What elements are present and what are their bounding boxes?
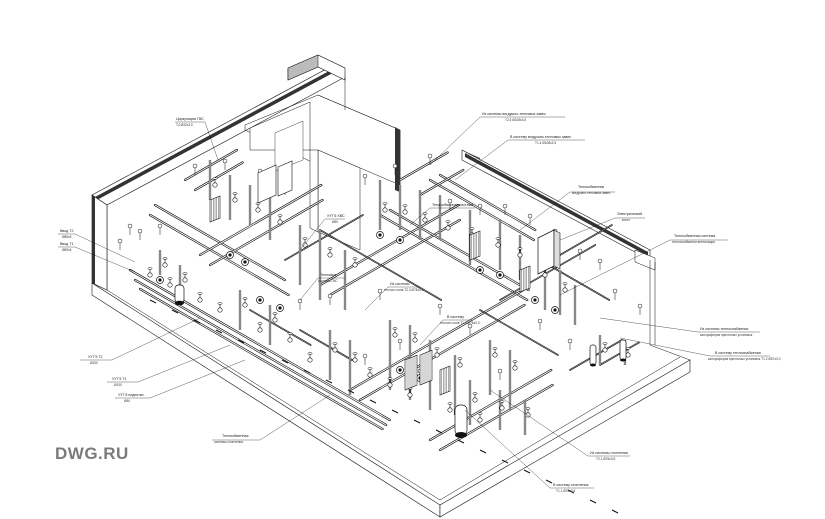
callout-heat-exchange-system: Теплообменная система (409, 203, 475, 226)
piping-network (117, 148, 643, 514)
callout-air-curtain-supply: В систему вогдушно-тепловых завес T1.4 Ø… (454, 135, 585, 181)
callout-c19-line1: Теплообменная (222, 434, 248, 438)
callout-c6-line1: Теплообменная система (674, 234, 715, 238)
callout-c14-line2: калориферов приточных установок (700, 333, 753, 337)
callout-c5-line1: Электрический (617, 212, 642, 216)
callout-c20-line1: Из системы отопления (590, 451, 628, 455)
callout-c18-line1: УУТЭ подпитки (118, 393, 143, 397)
callout-c16-line2: Ø100 (90, 361, 98, 365)
callout-c18-line2: Ø50 (124, 399, 130, 403)
callout-c6-line2: теплоснабжения вентиляции (672, 240, 715, 244)
callout-floor-heating-supply: В систему теплого пола T1.3 Ø76x3,0 (419, 315, 480, 346)
callout-c9-line2: Ø50 (332, 220, 338, 224)
callout-air-heater-supply: В систему теплоснабжения калориферов при… (619, 337, 781, 361)
callout-ventilation-heat-exchanger: Теплообменная система теплоснабжения вен… (559, 234, 728, 296)
callout-c21-line1: В систему отопления (553, 483, 588, 487)
callout-air-curtain-return: Из системы вогдушно-тепловых завес T2.4 … (429, 112, 565, 166)
callout-c17-line1: УУТЭ T1 (112, 377, 127, 381)
callout-inlet-t2: Ввод T2 Ø89x5 (58, 229, 136, 263)
callout-dhw-circulation: Циркуляция ГВС T4 Ø32x3,0 (175, 117, 219, 161)
callout-c10-line1: Теплообменная система (432, 203, 473, 207)
callout-air-heater-return: Из системы теплоснабжения калориферов пр… (599, 317, 760, 337)
callout-c7-line2: Ø89x5 (62, 235, 72, 239)
callout-c8-line2: Ø89x5 (62, 248, 72, 252)
callout-c13-line2: теплого пола T1.3 Ø76x3,0 (440, 321, 480, 325)
callout-cold-water-meter: УУТЭ ХВС Ø50 (299, 214, 345, 251)
callout-electric-boiler: Электрический котел (559, 212, 645, 241)
callout-air-curtain-heat-exchanger: Теплообменник вогдушно-тепловых завес (519, 185, 615, 231)
callout-c12-line2: теплого пола T2.3 Ø76x3,0 (384, 288, 424, 292)
callout-annotations: Циркуляция ГВС T4 Ø32x3,0 Из системы вог… (58, 112, 781, 493)
callout-c15-line1: В систему теплоснабжения (715, 351, 761, 355)
callout-c7-line1: Ввод T2 (60, 229, 73, 233)
callout-inlet-t1: Ввод T1 Ø89x5 (58, 242, 136, 273)
callout-c4-line1: Теплообменник (578, 185, 604, 189)
callout-heating-supply: В систему отопления T1.1 Ø76x3,5 (464, 409, 594, 493)
callout-c8-line1: Ввод T1 (60, 242, 73, 246)
callout-c19-line2: системы отопления (214, 440, 243, 444)
callout-heat-meter-t1: УУТЭ T1 Ø100 (107, 344, 231, 387)
callout-c16-line1: УУТЭ T2 (88, 355, 103, 359)
callout-c17-line2: Ø100 (114, 383, 122, 387)
callout-c14-line1: Из системы теплоснабжения (700, 327, 748, 331)
callout-c13-line1: В систему (447, 315, 464, 319)
callout-floor-heating-return: Из системы теплого пола T2.3 Ø76x3,0 (364, 282, 424, 311)
callout-c11-line2: системы ГВС (318, 279, 338, 283)
callout-c9-line1: УУТЭ ХВС (327, 214, 345, 218)
callout-makeup-meter: УУТЭ подпитки Ø50 (115, 359, 246, 403)
callout-c5-line2: котел (622, 218, 630, 222)
callout-c21-line2: T1.1 Ø76x3,5 (556, 489, 576, 493)
callout-heat-meter-t2: УУТЭ T2 Ø100 (80, 317, 201, 365)
callout-c3-line1: В систему вогдушно-тепловых завес (510, 135, 571, 139)
callout-c12-line1: Из системы (390, 282, 410, 286)
callout-c4-line2: вогдушно-тепловых завес (572, 191, 611, 195)
callout-dhw-systems: Тепловые системы ГВС (299, 273, 345, 301)
callout-c3-line2: T1.4 Ø108x3,5 (535, 141, 556, 145)
watermark-logo: DWG.RU (55, 444, 129, 463)
callout-c20-line2: T2.1 Ø76x3,5 (596, 457, 616, 461)
callout-heating-return: Из системы отопления T2.1 Ø76x3,5 (489, 389, 630, 461)
callout-c2-line2: T2.4 Ø108x3,5 (505, 118, 526, 122)
callout-c1-line1: Циркуляция ГВС (176, 117, 204, 121)
callout-heating-heat-exchanger: Теплообменная системы отопления (212, 394, 331, 444)
callout-c2-line1: Из системы вогдушно-тепловых завес (482, 112, 546, 116)
callout-c15-line2: калориферов приточных установок T1.2 Ø57… (708, 357, 781, 361)
callout-c11-line1: Тепловые (320, 273, 337, 277)
callout-c1-line2: T4 Ø32x3,0 (176, 123, 193, 127)
